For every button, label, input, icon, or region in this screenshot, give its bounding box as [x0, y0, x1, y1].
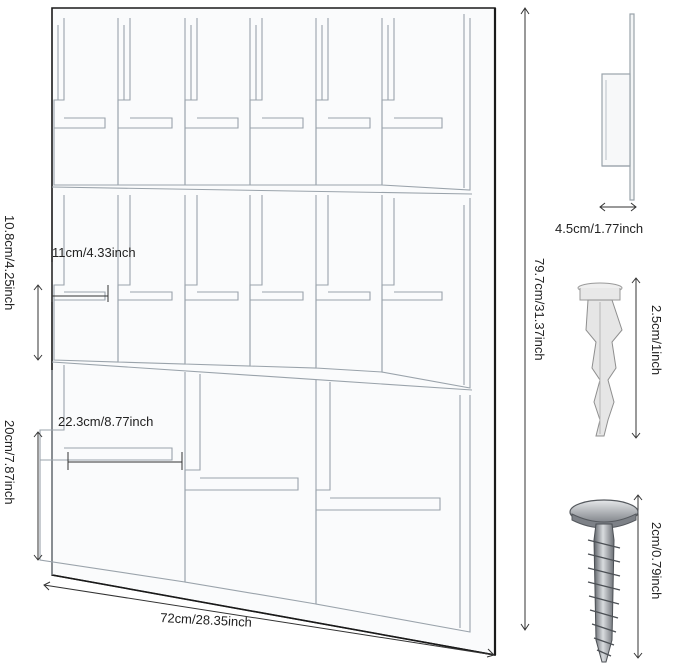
middle-row-pockets	[51, 195, 473, 391]
anchor-length-label: 2.5cm/1inch	[649, 305, 664, 375]
bottom-row-pockets	[39, 365, 471, 633]
row-small-height-label: 10.8cm/4.25inch	[2, 215, 17, 310]
dimension-lines	[33, 7, 643, 659]
pocket	[315, 382, 471, 633]
magazine-rack	[39, 14, 473, 633]
row-large-height-label: 20cm/7.87inch	[2, 420, 17, 505]
screw-length-label: 2cm/0.79inch	[649, 522, 664, 599]
bracket-depth-label: 4.5cm/1.77inch	[555, 221, 643, 236]
total-height-label: 79.7cm/31.37inch	[532, 258, 547, 361]
pocket-large-width-label: 22.3cm/8.77inch	[58, 414, 153, 429]
wall-bracket	[601, 13, 635, 201]
top-row-pockets	[51, 14, 473, 195]
screw	[569, 499, 639, 663]
total-width-label: 72cm/28.35inch	[160, 610, 252, 630]
pocket	[381, 14, 471, 191]
pocket	[381, 198, 471, 389]
wall-anchor	[577, 282, 623, 437]
pocket-small-width-label: 11cm/4.33inch	[52, 245, 136, 260]
